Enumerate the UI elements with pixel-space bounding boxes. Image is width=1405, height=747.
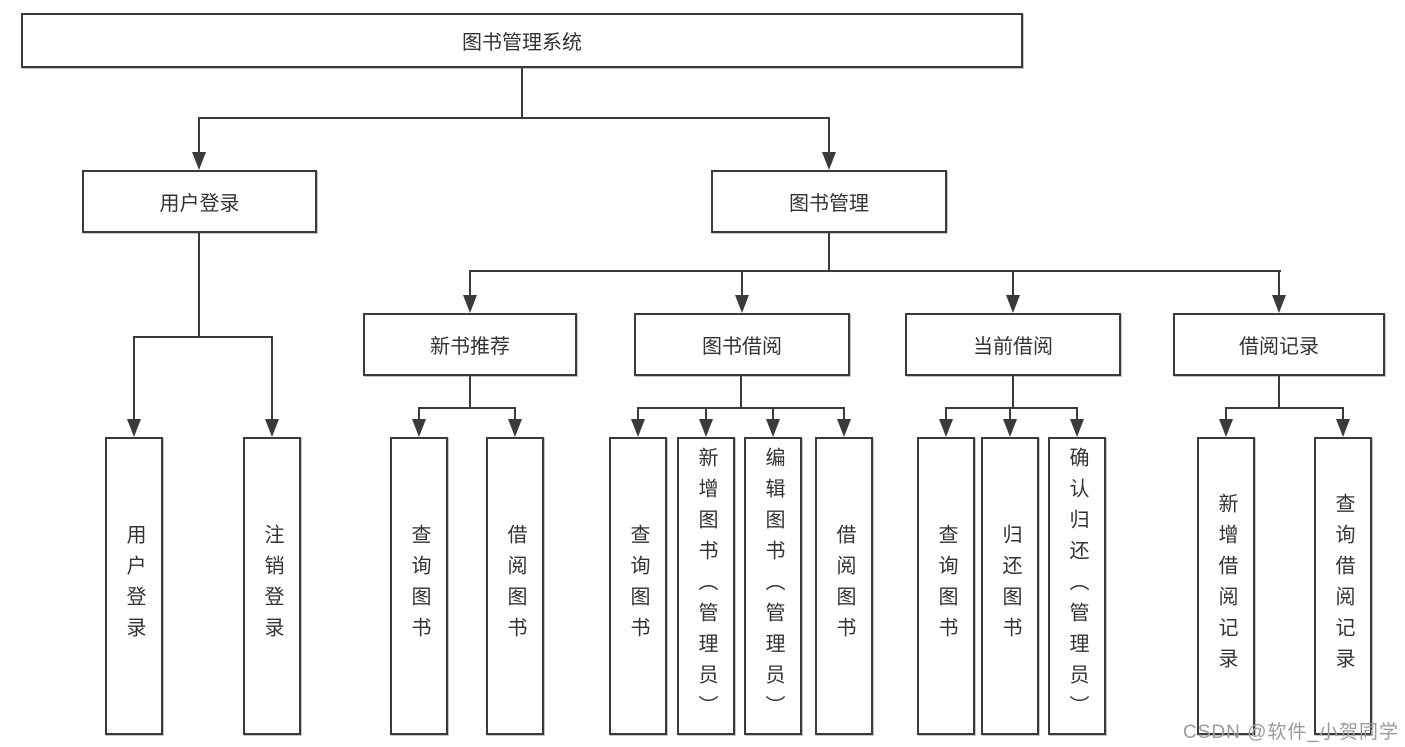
connector-root-stem: [521, 68, 523, 118]
leaf-records-query-record-label: 查询借阅记录: [1332, 493, 1354, 679]
connector-current-rail: [945, 407, 1078, 409]
connector-leaf-drop: [514, 408, 516, 421]
node-borrow-records: 借阅记录: [1173, 313, 1385, 376]
node-book-management-label: 图书管理: [789, 193, 869, 215]
arrow-down-icon: [939, 419, 953, 437]
leaf-borrowing-add-books-admin: 新增图书（管理员）: [677, 437, 735, 735]
connector-book-mgmt-stem: [828, 233, 830, 271]
connector-login-drop: [133, 337, 135, 421]
connector-borrowing-rail: [637, 407, 845, 409]
node-book-borrowing-label: 图书借阅: [702, 336, 782, 358]
leaf-current-return-books: 归还图书: [981, 437, 1039, 735]
leaf-current-confirm-return-admin-label: 确认归还（管理员）: [1066, 446, 1088, 726]
arrow-down-icon: [1006, 295, 1020, 313]
connector-logout-drop: [271, 337, 273, 421]
leaf-borrowing-query-books: 查询图书: [609, 437, 667, 735]
arrow-down-icon: [1003, 419, 1017, 437]
node-borrow-records-label: 借阅记录: [1239, 336, 1319, 358]
node-new-book-recommend-label: 新书推荐: [430, 336, 510, 358]
connector-level2-rail: [198, 117, 830, 119]
connector-borrowing-stem: [740, 376, 742, 408]
leaf-records-add-record: 新增借阅记录: [1197, 437, 1255, 735]
connector-records-drop: [1278, 271, 1280, 297]
connector-leaf-drop: [843, 408, 845, 421]
connector-leaf-drop: [945, 408, 947, 421]
leaf-recommend-borrow-books-label: 借阅图书: [504, 524, 526, 648]
connector-new-books-rail: [418, 407, 516, 409]
arrow-down-icon: [127, 419, 141, 437]
leaf-records-add-record-label: 新增借阅记录: [1215, 493, 1237, 679]
connector-records-rail: [1225, 407, 1344, 409]
connector-leaf-drop: [1225, 408, 1227, 421]
leaf-user-login: 用户登录: [105, 437, 163, 735]
connector-current-stem: [1012, 376, 1014, 408]
leaf-user-login-label: 用户登录: [123, 524, 145, 648]
arrow-down-icon: [192, 152, 206, 170]
csdn-watermark: CSDN @软件_小贺同学: [1183, 722, 1399, 743]
leaf-borrowing-edit-books-admin: 编辑图书（管理员）: [744, 437, 802, 735]
node-new-book-recommend: 新书推荐: [363, 313, 577, 376]
leaf-borrowing-query-books-label: 查询图书: [627, 524, 649, 648]
arrow-down-icon: [508, 419, 522, 437]
connector-book-mgmt-drop: [828, 118, 830, 154]
arrow-down-icon: [735, 295, 749, 313]
connector-new-books-drop: [469, 271, 471, 297]
leaf-current-confirm-return-admin: 确认归还（管理员）: [1048, 437, 1106, 735]
connector-user-login-drop: [198, 118, 200, 154]
leaf-borrowing-edit-books-admin-label: 编辑图书（管理员）: [762, 446, 784, 726]
connector-level3-rail: [469, 270, 1281, 272]
arrow-down-icon: [1336, 419, 1350, 437]
connector-leaf-drop: [772, 408, 774, 421]
connector-current-drop: [1012, 271, 1014, 297]
leaf-current-query-books: 查询图书: [917, 437, 975, 735]
arrow-down-icon: [766, 419, 780, 437]
arrow-down-icon: [1272, 295, 1286, 313]
node-user-login-label: 用户登录: [159, 193, 240, 215]
arrow-down-icon: [822, 152, 836, 170]
leaf-recommend-borrow-books: 借阅图书: [486, 437, 544, 735]
arrow-down-icon: [265, 419, 279, 437]
connector-leaf-drop: [418, 408, 420, 421]
leaf-borrowing-add-books-admin-label: 新增图书（管理员）: [695, 446, 717, 726]
leaf-logout: 注销登录: [243, 437, 301, 735]
arrow-down-icon: [412, 419, 426, 437]
connector-user-login-rail: [133, 336, 273, 338]
node-user-login: 用户登录: [82, 170, 317, 233]
connector-user-login-stem: [198, 233, 200, 337]
leaf-recommend-query-books: 查询图书: [390, 437, 448, 735]
connector-leaf-drop: [705, 408, 707, 421]
connector-leaf-drop: [1342, 408, 1344, 421]
node-current-borrowing: 当前借阅: [905, 313, 1121, 376]
leaf-current-return-books-label: 归还图书: [999, 524, 1021, 648]
connector-new-books-stem: [469, 376, 471, 408]
leaf-recommend-query-books-label: 查询图书: [408, 524, 430, 648]
node-root: 图书管理系统: [21, 13, 1023, 68]
connector-leaf-drop: [637, 408, 639, 421]
connector-leaf-drop: [1076, 408, 1078, 421]
leaf-records-query-record: 查询借阅记录: [1314, 437, 1372, 735]
arrow-down-icon: [1219, 419, 1233, 437]
arrow-down-icon: [1070, 419, 1084, 437]
node-book-management: 图书管理: [711, 170, 947, 233]
leaf-current-query-books-label: 查询图书: [935, 524, 957, 648]
arrow-down-icon: [631, 419, 645, 437]
connector-borrowing-drop: [741, 271, 743, 297]
node-book-borrowing: 图书借阅: [634, 313, 850, 376]
arrow-down-icon: [463, 295, 477, 313]
node-root-label: 图书管理系统: [462, 32, 582, 54]
connector-leaf-drop: [1009, 408, 1011, 421]
leaf-borrowing-borrow-books-label: 借阅图书: [833, 524, 855, 648]
arrow-down-icon: [837, 419, 851, 437]
connector-records-stem: [1278, 376, 1280, 408]
node-current-borrowing-label: 当前借阅: [973, 336, 1053, 358]
leaf-borrowing-borrow-books: 借阅图书: [815, 437, 873, 735]
leaf-logout-label: 注销登录: [261, 524, 283, 648]
arrow-down-icon: [699, 419, 713, 437]
